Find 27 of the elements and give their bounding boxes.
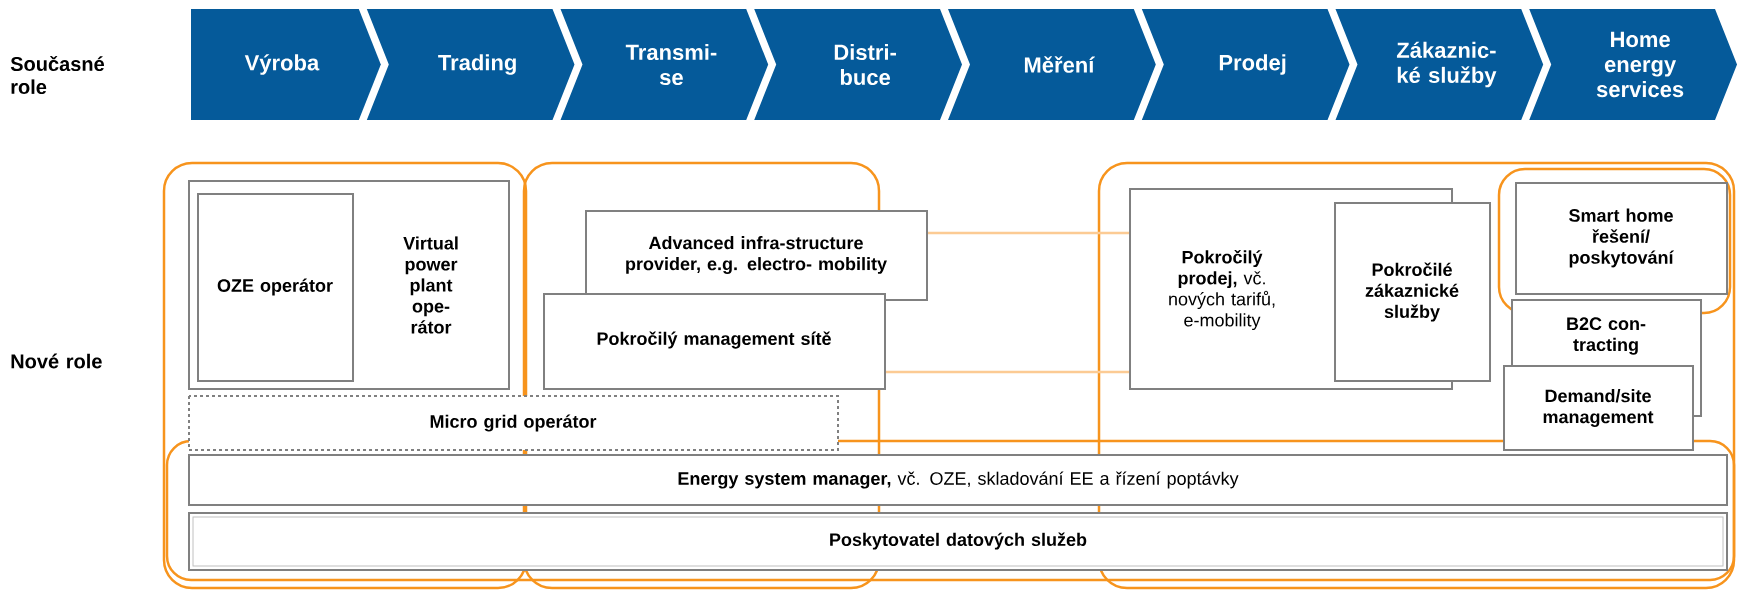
role-box: Pokročilý management sítě — [543, 293, 886, 390]
role-box: Smart home řešení/ poskytování — [1515, 182, 1728, 295]
role-box: Pokročilé zákaznické služby — [1334, 202, 1491, 382]
chevron-step: Home energy services — [1529, 9, 1737, 120]
node-label: Transmi- se — [625, 43, 717, 86]
chevron-step: Výroba — [191, 9, 381, 120]
role-box: Advanced infra-structure provider, e.g. electro- mobility — [585, 210, 928, 301]
row-label: Současné role — [10, 55, 104, 95]
role-box: OZE operátor — [197, 193, 354, 382]
chevron-step: Měření — [948, 9, 1156, 120]
role-box: Energy system manager, vč. OZE, skladování EE a řízení poptávky — [188, 454, 1728, 506]
chevron-step: Trading — [366, 9, 575, 120]
node-label: Distri- buce — [834, 43, 896, 86]
node-label: Zákaznic- ké služby — [1396, 41, 1497, 88]
role-box: Micro grid operátor — [188, 395, 839, 451]
node-label: Trading — [438, 54, 516, 75]
node-label: Výroba — [244, 54, 320, 75]
chevron-step: Zákaznic- ké služby — [1335, 9, 1544, 120]
node-label: Home energy services — [1596, 31, 1684, 98]
chevron-step: Prodej — [1141, 9, 1350, 120]
role-box: Demand/site management — [1503, 365, 1694, 451]
row-label: Nové role — [11, 353, 102, 369]
node-label: Prodej — [1219, 54, 1286, 75]
chevron-step: Transmi- se — [560, 9, 769, 120]
chevron-step: Distri- buce — [754, 9, 962, 120]
node-label: Měření — [1024, 56, 1095, 73]
role-box: Poskytovatel datových služeb — [188, 512, 1728, 571]
